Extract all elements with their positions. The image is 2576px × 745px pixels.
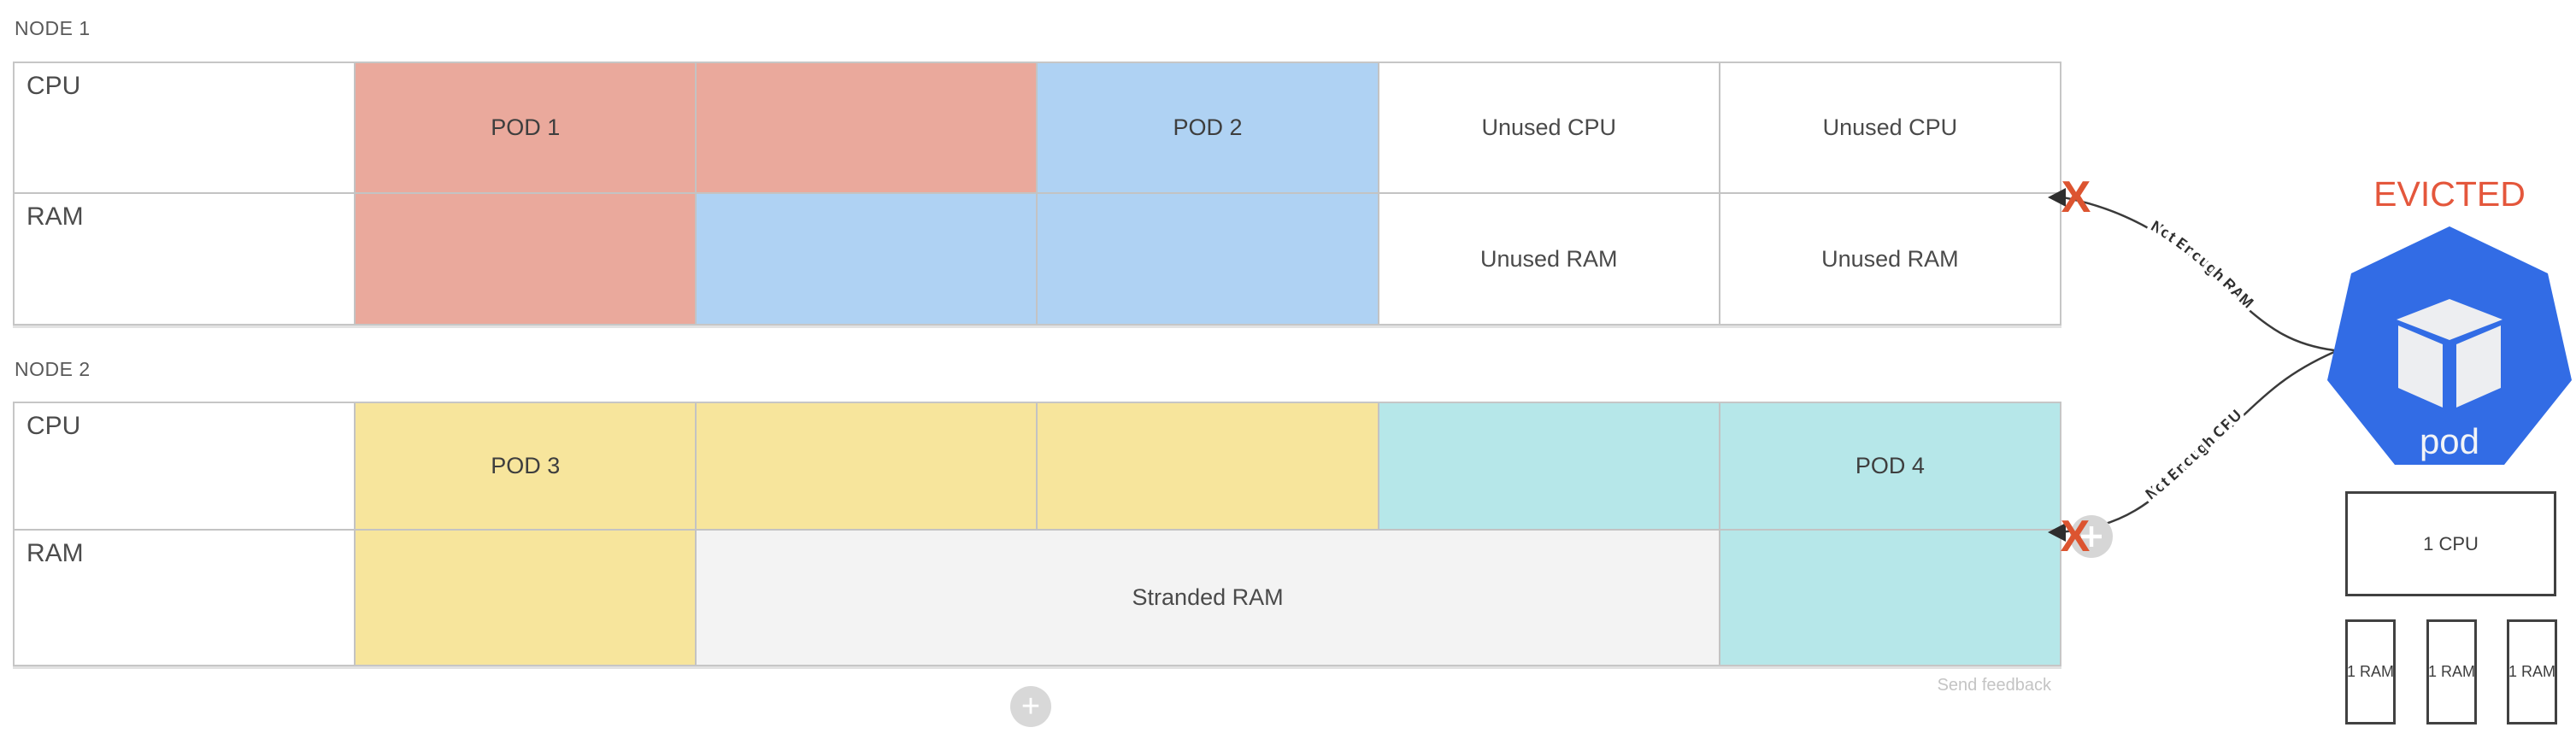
node1-pod1-ram-cell (356, 194, 696, 324)
node2-pod3-cpu-cell-2 (697, 403, 1037, 529)
node2-pod3-ram-cell (356, 531, 696, 665)
node1-pod1-cpu-cell-1: POD 1 (356, 63, 696, 192)
node1-pod1-cpu-cell-2 (697, 63, 1037, 192)
node2-stranded-ram-cell: Stranded RAM (697, 531, 1719, 665)
node2-pod3-cpu-cell-3 (1038, 403, 1378, 529)
node2-resource-table: CPU POD 3 POD 4 RAM Stranded RAM (13, 402, 2061, 666)
kubernetes-pod-icon: pod (2327, 226, 2572, 465)
x-mark-node2-icon[interactable]: X (2061, 512, 2091, 561)
node2-ram-row-label: RAM (15, 531, 355, 665)
node2-pod3-cpu-cell-1: POD 3 (356, 403, 696, 529)
node2-title: NODE 2 (15, 358, 91, 380)
node1-pod2-ram-cell-2 (1038, 194, 1378, 324)
node1-cpu-row-label: CPU (15, 63, 355, 192)
pod-label: pod (2420, 421, 2479, 461)
not-enough-cpu-label: Not Enough CPU (2138, 402, 2249, 507)
node2-cpu-row-label: CPU (15, 403, 355, 529)
pod-ram-requirement-box: 1 RAM (2507, 619, 2557, 724)
evicted-status-label: EVICTED (2373, 174, 2526, 214)
node2-pod4-cpu-cell-1 (1379, 403, 1719, 529)
not-enough-ram-curve (2056, 195, 2336, 352)
node1-pod2-cpu-cell: POD 2 (1038, 63, 1378, 192)
node2-pod4-cpu-cell-2: POD 4 (1720, 403, 2060, 529)
not-enough-ram-label: Not Enough RAM (2144, 214, 2261, 315)
svg-text:Not Enough CPU: Not Enough CPU (2143, 407, 2245, 503)
pod-cpu-requirement-box: 1 CPU (2345, 491, 2556, 596)
node2-pod4-ram-cell (1720, 531, 2060, 665)
node1-unused-cpu-cell-2: Unused CPU (1720, 63, 2060, 192)
node1-pod2-ram-cell-1 (697, 194, 1037, 324)
send-feedback-link[interactable]: Send feedback (1937, 676, 2051, 695)
node1-ram-row-label: RAM (15, 194, 355, 324)
node1-title: NODE 1 (15, 17, 91, 39)
pod-ram-requirement-box: 1 RAM (2426, 619, 2477, 724)
pod-ram-requirement-box: 1 RAM (2345, 619, 2396, 724)
node1-unused-ram-cell-1: Unused RAM (1379, 194, 1719, 324)
not-enough-cpu-curve (2056, 350, 2336, 534)
add-button[interactable]: + (1010, 686, 1051, 727)
node1-unused-cpu-cell-1: Unused CPU (1379, 63, 1719, 192)
disabled-add-circle-icon (2070, 515, 2113, 558)
svg-text:Not Enough RAM: Not Enough RAM (2148, 217, 2256, 311)
node1-unused-ram-cell-2: Unused RAM (1720, 194, 2060, 324)
node1-resource-table: CPU POD 1 POD 2 Unused CPU Unused CPU RA… (13, 62, 2061, 326)
x-mark-node1-icon[interactable]: X (2061, 173, 2091, 222)
